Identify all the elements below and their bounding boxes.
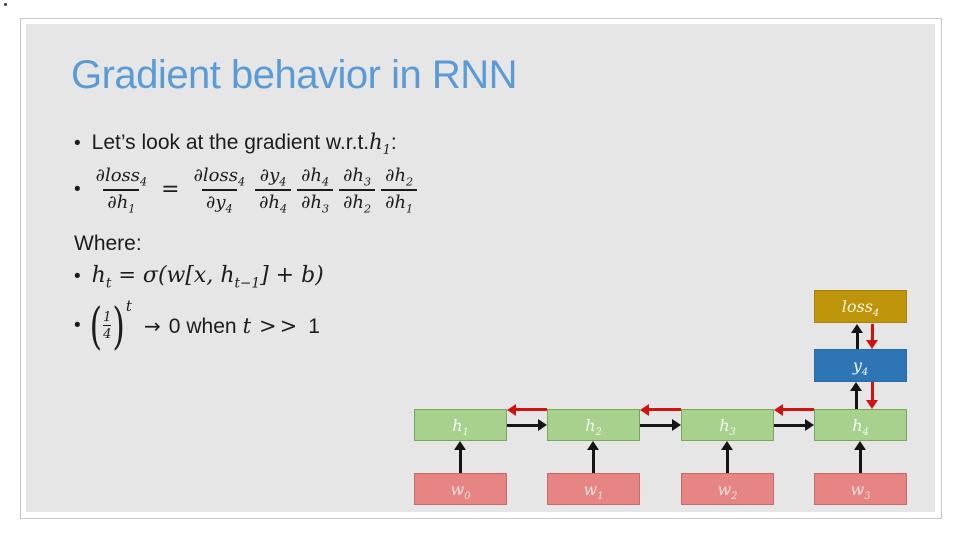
arrow-shaft <box>774 424 805 427</box>
up-arrow-icon <box>850 382 862 391</box>
arrow-shaft <box>855 391 858 409</box>
var-t: t <box>242 313 252 338</box>
fraction-one-quarter: 1 4 <box>103 310 112 342</box>
where-label: Where: <box>74 232 142 255</box>
intro-colon: : <box>390 131 397 154</box>
one-value: 1 <box>308 314 320 338</box>
diagram-node-h3: h3 <box>681 409 774 441</box>
node-label: y4 <box>852 356 869 379</box>
node-label: w2 <box>717 479 738 502</box>
zero-value: 0 <box>168 314 181 338</box>
diagram-node-w1: w1 <box>547 473 640 505</box>
equals-sign: = <box>161 177 180 203</box>
bullet-ht-definition: • ht = σ(w[x, ht−1] + b) <box>74 263 324 292</box>
diagram-node-w0: w0 <box>414 473 507 505</box>
arrow-shaft <box>856 333 859 349</box>
up-arrow-icon <box>454 441 466 450</box>
node-label: h2 <box>585 415 602 438</box>
diagram-node-w3: w3 <box>814 473 907 505</box>
left-arrow-icon <box>507 404 516 416</box>
diagram-node-h1: h1 <box>414 409 507 441</box>
arrow-shaft <box>592 450 595 473</box>
diagram-node-h2: h2 <box>547 409 640 441</box>
fraction-dh2-dh1: ∂h2 ∂h1 <box>381 165 418 214</box>
bullet-decay-statement: • ( 1 4 ) t → 0 when t >> 1 <box>74 296 320 356</box>
left-arrow-icon <box>640 404 649 416</box>
right-arrow-icon <box>538 419 547 431</box>
fraction-dh4-dh3: ∂h4 ∂h3 <box>297 165 334 214</box>
down-arrow-icon <box>866 400 878 409</box>
up-arrow-icon <box>854 441 866 450</box>
diagram-node-y4: y4 <box>814 349 907 382</box>
diagram-node-h4: h4 <box>814 409 907 441</box>
node-label: w1 <box>583 479 604 502</box>
decay-conclusion: → 0 when t >> 1 <box>144 314 320 339</box>
intro-math-var: h1 <box>369 130 391 159</box>
arrow-shaft <box>871 382 874 400</box>
diagram-node-loss4: loss4 <box>814 290 907 323</box>
ht-equals: = <box>118 263 136 287</box>
ht-rhs: σ(w[x, ht−1] + b) <box>142 263 324 292</box>
gradient-chain-rule-equation: • ∂loss4 ∂h1 = ∂loss4 ∂y4 ∂y4 ∂h4 ∂h4 ∂h… <box>74 165 420 216</box>
fraction-dloss4-dy4: ∂loss4 ∂y4 <box>193 165 246 216</box>
arrow-shaft <box>783 408 814 411</box>
node-label: w3 <box>850 479 871 502</box>
bullet-gradient-intro: • Let’s look at the gradient w.r.t. h1 : <box>74 130 397 159</box>
node-label: h3 <box>719 415 736 438</box>
up-arrow-icon <box>721 441 733 450</box>
arrow-shaft <box>507 424 538 427</box>
page-dot <box>4 3 7 6</box>
arrow-shaft <box>871 324 874 340</box>
when-text: when <box>186 314 237 338</box>
node-label: h4 <box>852 415 869 438</box>
up-arrow-icon <box>587 441 599 450</box>
arrow-shaft <box>459 450 462 473</box>
bullet-icon: • <box>74 266 81 287</box>
bullet-icon: • <box>74 133 81 154</box>
bullet-icon: • <box>74 315 81 336</box>
tends-to-arrow: → <box>143 313 161 338</box>
fraction-dloss4-dh1: ∂loss4 ∂h1 <box>95 165 148 216</box>
node-label: w0 <box>450 479 471 502</box>
close-paren: ) <box>112 296 125 356</box>
diagram-node-w2: w2 <box>681 473 774 505</box>
arrow-shaft <box>649 408 681 411</box>
right-arrow-icon <box>805 419 814 431</box>
slide-title: Gradient behavior in RNN <box>71 53 518 97</box>
node-label: h1 <box>452 415 469 438</box>
bullet-icon: • <box>74 178 81 200</box>
arrow-shaft <box>516 408 547 411</box>
much-greater-than: >> <box>259 313 301 338</box>
fraction-dh3-dh2: ∂h3 ∂h2 <box>339 165 376 214</box>
down-arrow-icon <box>866 340 878 349</box>
open-paren: ( <box>89 296 103 356</box>
up-arrow-icon <box>851 324 863 333</box>
intro-text: Let’s look at the gradient w.r.t. <box>91 131 370 154</box>
fraction-dy4-dh4: ∂y4 ∂h4 <box>255 165 292 214</box>
node-label: loss4 <box>841 297 880 320</box>
arrow-shaft <box>859 450 862 473</box>
ht-lhs: ht <box>91 263 112 292</box>
right-arrow-icon <box>672 419 681 431</box>
exponent-t: t <box>125 297 132 315</box>
left-arrow-icon <box>774 404 783 416</box>
arrow-shaft <box>640 424 672 427</box>
arrow-shaft <box>726 450 729 473</box>
